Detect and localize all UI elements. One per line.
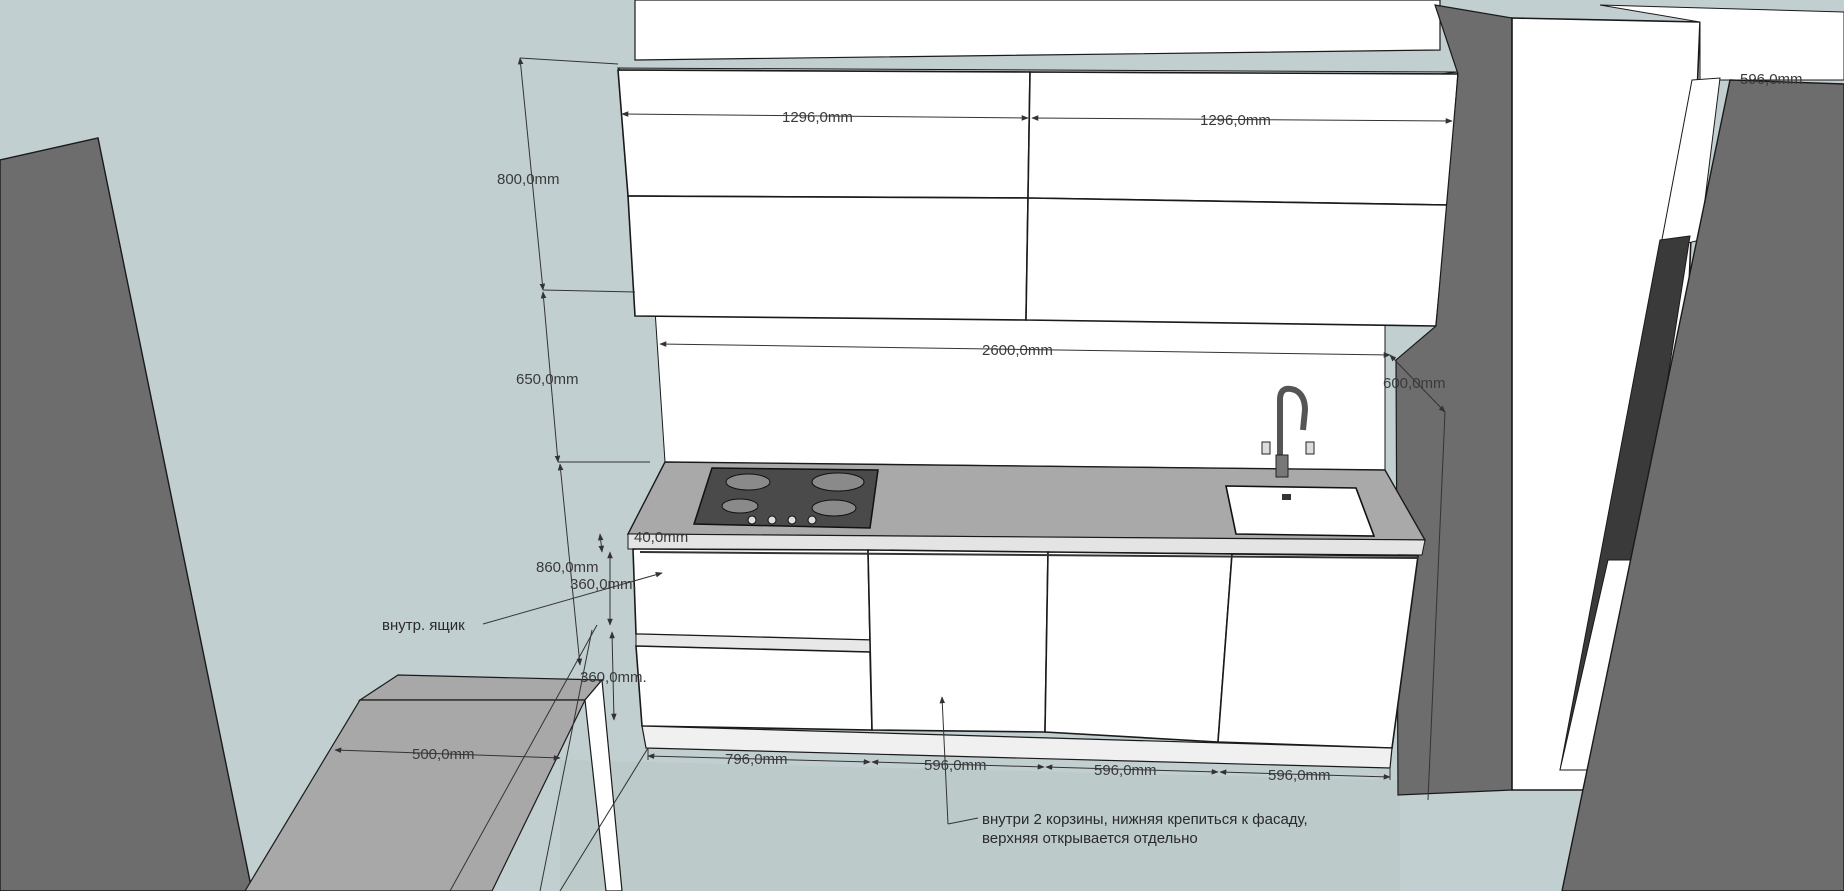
ceiling-panel [634, 0, 1441, 61]
base-drawer-top [632, 548, 871, 641]
dim-base-height: 860,0mm [536, 559, 599, 576]
dim-upper-left-width: 1296,0mm [782, 109, 853, 126]
gas-cooktop [692, 467, 879, 529]
dim-base-width-3: 596,0mm [1094, 762, 1157, 779]
base-door-2 [867, 549, 1049, 733]
upper-cabinet-right-top-door [1027, 71, 1459, 206]
upper-cabinet-right-bottom-door [1025, 197, 1449, 327]
dim-side-depth: 600,0mm [1383, 375, 1446, 392]
upper-cabinet-left-top-door [617, 69, 1031, 199]
handle-groove [639, 551, 1419, 559]
faucet [1261, 385, 1315, 478]
far-right-top-cabinet [1599, 4, 1844, 81]
annotations: внутр. ящик внутри 2 корзины, нижняя кре… [382, 617, 1308, 847]
dim-drawer-bottom: 360,0mm. [580, 669, 647, 686]
dimension-labels: 1296,0mm 1296,0mm 800,0mm 650,0mm 2600,0… [412, 71, 1803, 784]
dimension-lines [334, 57, 1453, 891]
dim-upper-right-width: 1296,0mm [1200, 112, 1271, 129]
floor [560, 760, 1400, 891]
upper-cabinet-left-bottom-door [627, 195, 1029, 321]
dim-backsplash-height: 650,0mm [516, 371, 579, 388]
base-drawer-bottom [635, 645, 873, 731]
backsplash [654, 309, 1386, 471]
dim-counter-length: 2600,0mm [982, 342, 1053, 359]
right-foreground-wall [1561, 79, 1844, 891]
base-door-4 [1217, 553, 1419, 749]
note-baskets-line1: внутри 2 корзины, нижняя крепиться к фас… [982, 811, 1308, 828]
note-baskets-line2: верхняя открывается отдельно [982, 830, 1198, 847]
dim-upper-height: 800,0mm [497, 171, 560, 188]
dim-drawer-top: 360,0mm. [570, 576, 637, 593]
table-top [357, 674, 604, 701]
dim-far-right: 596,0mm [1740, 71, 1803, 88]
dim-counter-thickness: 40,0mm [634, 529, 688, 546]
dim-table-depth: 500,0mm [412, 746, 475, 763]
dim-base-width-1: 796,0mm [725, 751, 788, 768]
sink [1225, 485, 1376, 537]
dim-base-width-4: 596,0mm [1268, 767, 1331, 784]
note-inner-drawer: внутр. ящик [382, 617, 465, 634]
dim-base-width-2: 596,0mm [924, 757, 987, 774]
base-door-3 [1044, 551, 1233, 743]
left-foreground-wall [0, 137, 253, 891]
